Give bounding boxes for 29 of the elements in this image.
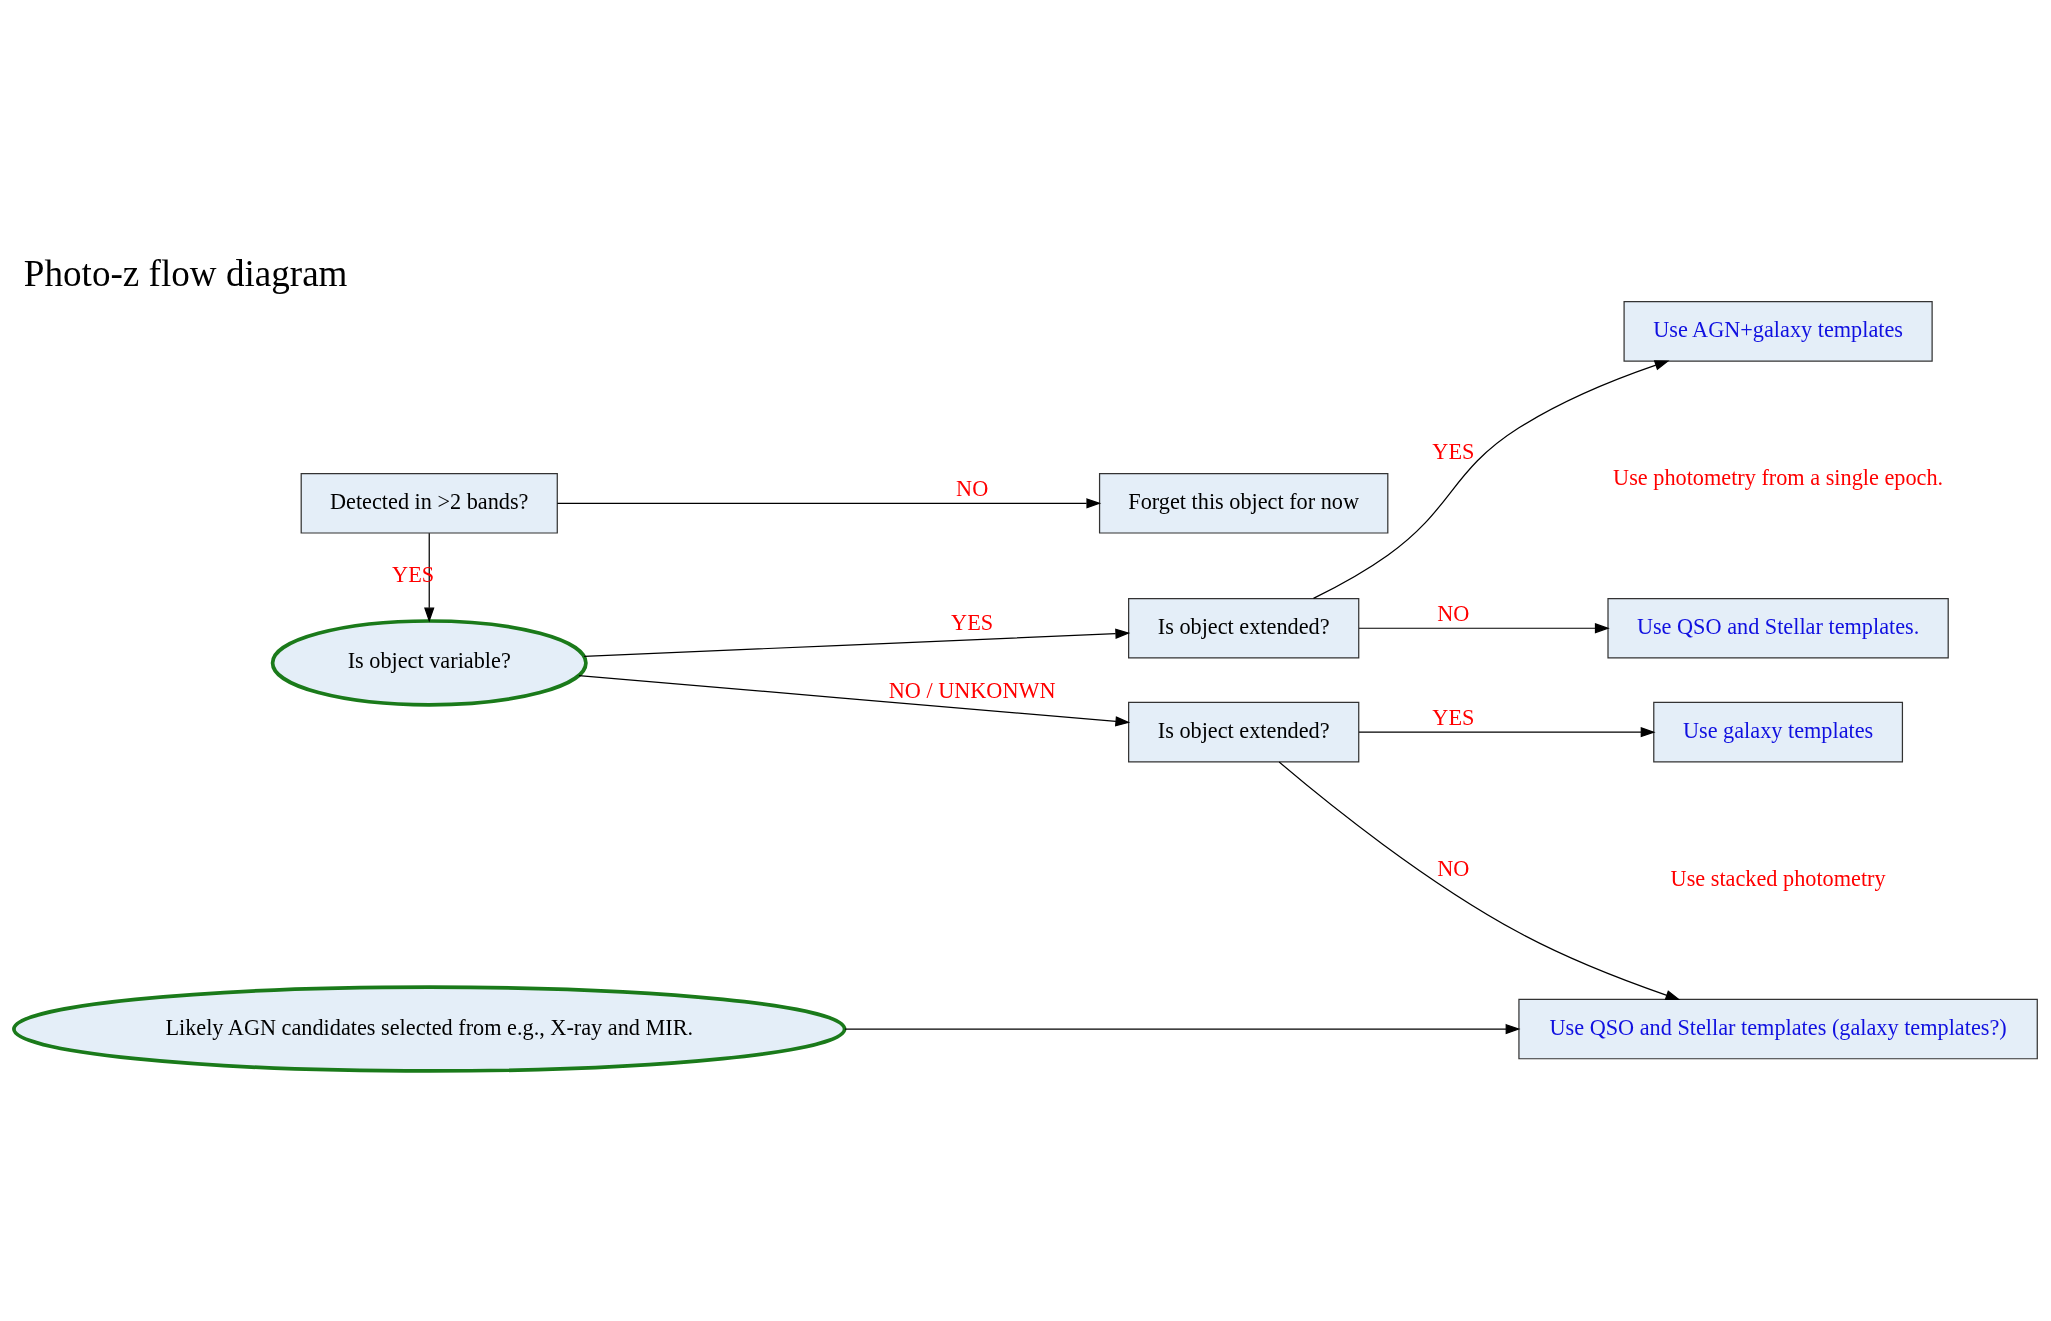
node-box: Use QSO and Stellar templates. (1607, 597, 1949, 659)
node-ellipse: Is object variable? (270, 618, 588, 707)
edge-label: NO (956, 475, 989, 501)
arrow (1312, 359, 1670, 599)
arrow (1358, 622, 1610, 633)
node-box: Detected in >2 bands? (300, 472, 558, 534)
node-box: Use AGN+galaxy templates (1623, 300, 1933, 362)
arrow (1278, 760, 1681, 1000)
edge-label: YES (1432, 438, 1475, 464)
diagram-title: Photo-z flow diagram (23, 252, 348, 294)
node-ellipse: Likely AGN candidates selected from e.g., X-ray and MIR. (12, 984, 847, 1073)
arrow (578, 674, 1131, 726)
arrow (844, 1023, 1521, 1034)
label: Use photometry from a single epoch. (1613, 464, 1944, 490)
edge-label: NO (1437, 600, 1470, 626)
edge-label: YES (1432, 704, 1475, 730)
arrow (1358, 726, 1656, 737)
arrow (424, 532, 435, 622)
edge-label: NO / UNKONWN (888, 677, 1056, 703)
label: Use stacked photometry (1670, 865, 1886, 891)
arrow (556, 497, 1102, 508)
node-box: Forget this object for now (1098, 472, 1389, 534)
node-box: Use QSO and Stellar templates (galaxy templates?) (1518, 998, 2038, 1059)
edge-label: NO (1437, 855, 1470, 881)
arrow (583, 627, 1131, 657)
node-box: Use galaxy templates (1653, 701, 1904, 762)
edge-label: YES (951, 609, 994, 635)
node-box: Is object extended? (1128, 701, 1360, 762)
node-box: Is object extended? (1128, 597, 1360, 659)
